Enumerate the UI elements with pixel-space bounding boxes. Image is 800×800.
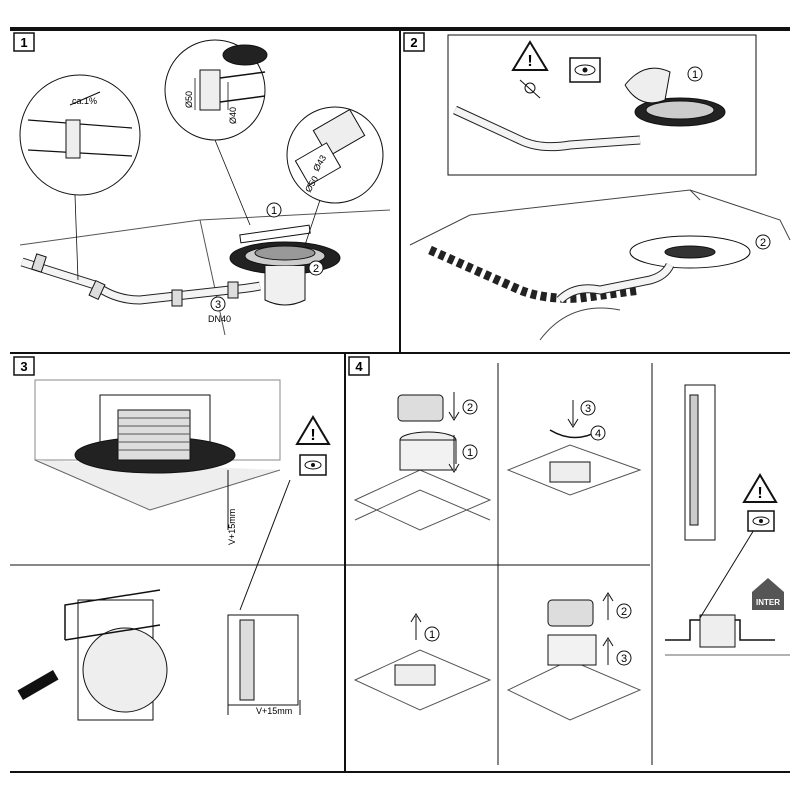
panel-1-callouts: [210, 202, 324, 312]
panel-4-illustration: [353, 384, 790, 721]
svg-text:2: 2: [410, 35, 417, 50]
warning-icon: !: [742, 473, 778, 503]
svg-text:DN40: DN40: [208, 314, 231, 324]
warning-icon: !: [511, 40, 549, 71]
svg-text:4: 4: [355, 359, 363, 374]
eye-icon: [569, 57, 601, 83]
panel-number-1: 1: [13, 32, 35, 52]
callout-2: 2: [467, 402, 473, 414]
step-arrows: [410, 392, 614, 665]
eye-icon: [747, 510, 775, 532]
callout-2: 2: [760, 237, 766, 249]
callout-1: 1: [271, 205, 277, 217]
svg-text:3: 3: [20, 359, 27, 374]
frame: [10, 27, 790, 773]
panel-number-2: 2: [403, 32, 425, 52]
dimension-label: V+15mm: [256, 706, 292, 716]
svg-text:!: !: [310, 427, 315, 444]
panel-2-illustration: [409, 34, 791, 341]
svg-text:Ø40: Ø40: [228, 107, 238, 124]
callout-2: 2: [313, 263, 319, 275]
step-callouts: [424, 399, 632, 666]
panel-number-3: 3: [13, 356, 35, 376]
warning-icon: !: [295, 415, 331, 445]
callout-4: 4: [595, 428, 601, 440]
svg-text:Ø50: Ø50: [184, 91, 194, 108]
panel-2-callouts: [687, 66, 771, 250]
callout-3: 3: [585, 403, 591, 415]
svg-text:1: 1: [20, 35, 27, 50]
panel-number-4: 4: [348, 356, 370, 376]
svg-text:!: !: [527, 53, 532, 70]
callout-1: 1: [692, 69, 698, 81]
inter-badge: INTER: [752, 578, 784, 610]
svg-text:!: !: [757, 485, 762, 502]
eye-icon: [299, 454, 327, 476]
panel-1-illustration: [19, 39, 391, 336]
callout-1: 1: [467, 447, 473, 459]
callout-2: 2: [621, 606, 627, 618]
callout-3: 3: [215, 299, 221, 311]
callout-3: 3: [621, 653, 627, 665]
dimension-label: V+15mm: [227, 509, 237, 545]
callout-1: 1: [429, 629, 435, 641]
svg-text:ca.1%: ca.1%: [72, 96, 97, 106]
svg-text:INTER: INTER: [756, 598, 780, 607]
no-light-icon: [519, 79, 541, 99]
panel-3-illustration: [17, 379, 301, 721]
